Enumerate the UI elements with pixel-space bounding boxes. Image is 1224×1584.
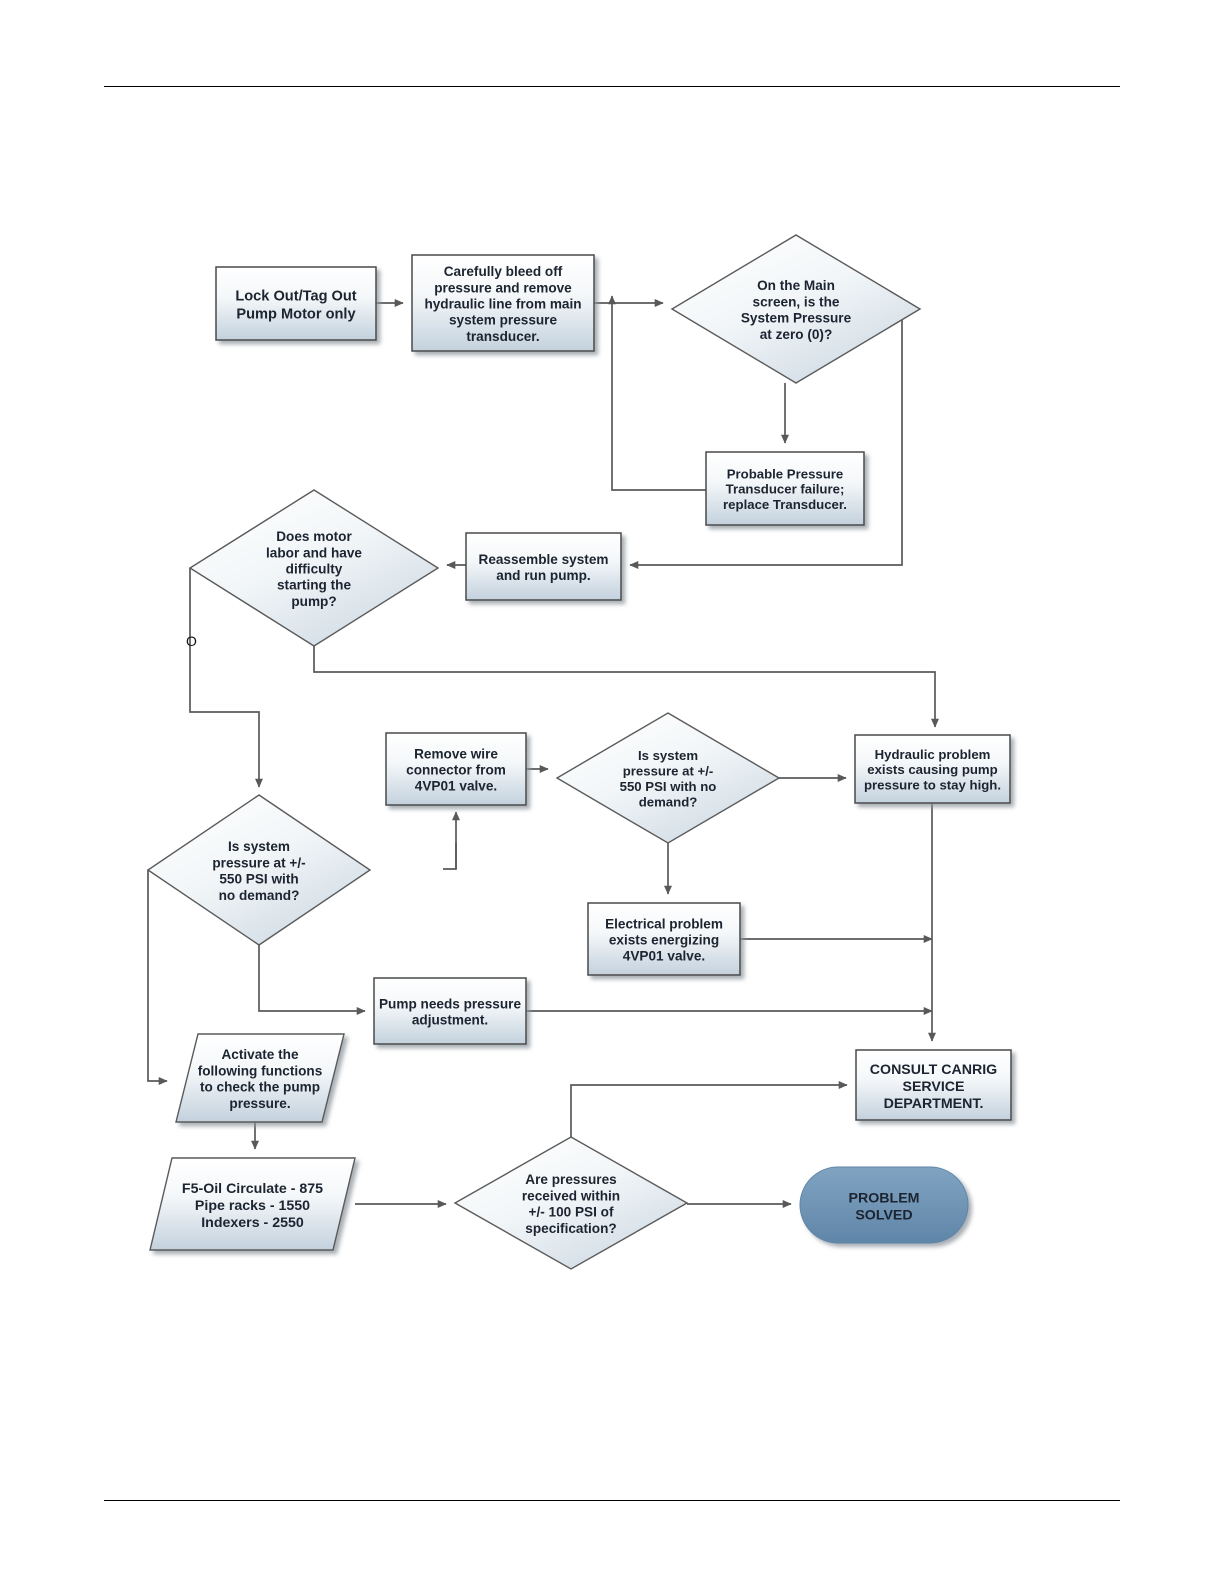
decision-motor-labor-shape bbox=[188, 489, 440, 647]
psi-left-left-to-activate bbox=[147, 870, 168, 1085]
motor-labor-left-branch-o-to-psi-left bbox=[189, 568, 263, 788]
reassemble-system-run-pump-shape bbox=[465, 532, 622, 601]
hydraulic-problem-pump-high-shape bbox=[854, 734, 1011, 804]
decision-550-psi-no-demand-left-shape bbox=[146, 794, 372, 946]
header-rule bbox=[104, 86, 1120, 87]
psi-left-bottom-to-pump-adjust bbox=[258, 945, 366, 1015]
activate-functions-check-pump-pressure-shape bbox=[175, 1033, 345, 1123]
footer-rule bbox=[104, 1500, 1120, 1501]
lock-out-tag-out-shape bbox=[215, 266, 377, 341]
transducer-back-to-decision-zero bbox=[608, 295, 706, 491]
terminal-problem-solved-shape bbox=[799, 1166, 969, 1244]
motor-labor-bottom-to-hydraulic bbox=[313, 646, 939, 728]
branch-label-o: O bbox=[186, 633, 197, 649]
decision-system-pressure-zero-shape bbox=[670, 234, 922, 384]
within-spec-top-to-consult bbox=[570, 1081, 848, 1137]
electrical-problem-4vp01-shape bbox=[587, 902, 741, 976]
decision-zero-right-down-to-reassemble bbox=[629, 309, 903, 569]
probable-transducer-failure-shape bbox=[705, 451, 865, 526]
consult-canrig-service-department-shape bbox=[855, 1049, 1012, 1121]
f5-oil-circulate-values-shape bbox=[149, 1157, 356, 1251]
decision-550-psi-no-demand-mid-shape bbox=[555, 712, 781, 844]
remove-wire-connector-shape bbox=[385, 732, 527, 806]
decision-pressures-within-spec-shape bbox=[453, 1136, 689, 1270]
connector-layer bbox=[147, 295, 939, 1208]
pump-needs-pressure-adjustment-shape bbox=[373, 977, 527, 1045]
bleed-off-pressure-shape bbox=[411, 254, 595, 352]
remove-wire-bottom-stub bbox=[443, 843, 457, 870]
